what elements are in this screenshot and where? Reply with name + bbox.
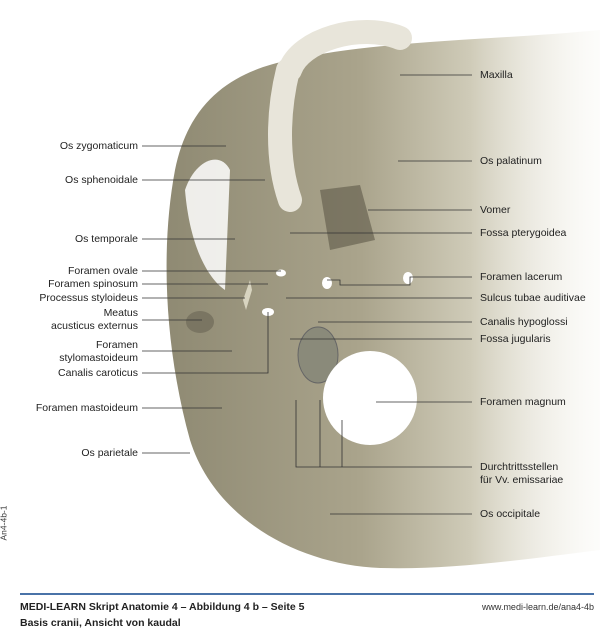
label-line: stylomastoideum [59, 351, 138, 364]
label-maxilla: Maxilla [480, 69, 513, 81]
choanae [320, 185, 375, 250]
foramen-ovale-shape [276, 269, 286, 277]
label-os-palatinum: Os palatinum [480, 155, 542, 167]
processus-styloideus-shape [243, 280, 252, 310]
label-foramen-mastoideum: Foramen mastoideum [35, 402, 138, 414]
label-os-sphenoidale: Os sphenoidale [65, 174, 138, 186]
label-foramen-spinosum: Foramen spinosum [48, 278, 138, 290]
label-foramen-magnum: Foramen magnum [480, 396, 566, 408]
foramen-magnum-shape [323, 351, 417, 445]
zygomatic-arch [185, 159, 230, 290]
footer-url-link[interactable]: www.medi-learn.de/ana4-4b [481, 602, 594, 612]
label-foramen-lacerum: Foramen lacerum [480, 271, 563, 283]
label-fossa-pterygoidea: Fossa pterygoidea [480, 227, 567, 239]
label-os-zygomaticum: Os zygomaticum [59, 140, 138, 152]
label-fossa-jugularis: Fossa jugularis [480, 333, 551, 345]
label-os-occipitale: Os occipitale [480, 508, 541, 520]
label-line: acusticus externus [51, 319, 138, 332]
label-foramen-ovale: Foramen ovale [67, 265, 138, 277]
footer-divider [20, 593, 594, 595]
label-os-temporale: Os temporale [74, 233, 138, 245]
label-line: Meatus [103, 307, 138, 319]
label-processus-styloideus: Processus styloideus [39, 292, 138, 304]
label-line: für Vv. emissariae [480, 473, 564, 486]
label-line: Durchtrittsstellen [480, 461, 559, 473]
label-sulcus-tubae-auditivae: Sulcus tubae auditivae [480, 292, 586, 304]
footer-subtitle: Basis cranii, Ansicht von kaudal [20, 617, 181, 629]
label-vomer: Vomer [480, 204, 511, 216]
skull-base-illustration [142, 20, 600, 569]
label-canalis-caroticus: Canalis caroticus [58, 367, 138, 379]
label-line: Foramen [95, 339, 138, 351]
leader-lines [142, 74, 472, 515]
label-os-parietale: Os parietale [81, 447, 138, 459]
meatus-shape [186, 311, 214, 333]
figure-code: An4-4b-1 [0, 505, 9, 541]
footer-title: MEDI-LEARN Skript Anatomie 4 – Abbildung… [20, 601, 305, 613]
label-canalis-hypoglossi: Canalis hypoglossi [480, 316, 568, 328]
tooth-row-side [268, 58, 302, 212]
fossa-jugularis-shape [297, 326, 339, 384]
foramen-lacerum-shape [322, 277, 332, 289]
